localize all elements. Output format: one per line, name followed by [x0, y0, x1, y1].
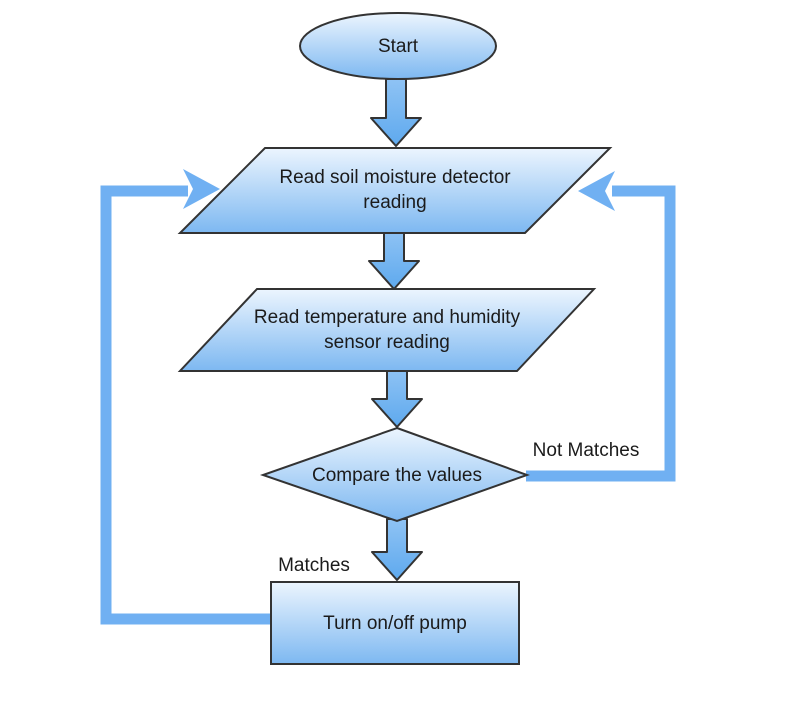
down-arrow-soil-icon	[368, 230, 420, 290]
read-temp-humidity-node	[177, 288, 597, 372]
loop-connector-right	[526, 185, 676, 482]
turn-pump-node	[270, 581, 520, 665]
loop-arrowhead-left-icon	[183, 169, 220, 209]
down-arrow-compare-icon	[371, 518, 423, 581]
compare-node	[259, 426, 530, 523]
read-soil-node	[177, 147, 613, 234]
loop-arrowhead-right-icon	[578, 171, 615, 211]
loop-connector-left	[100, 185, 271, 625]
down-arrow-start-icon	[370, 78, 422, 147]
down-arrow-sensor-icon	[371, 368, 423, 428]
start-node	[299, 12, 497, 80]
